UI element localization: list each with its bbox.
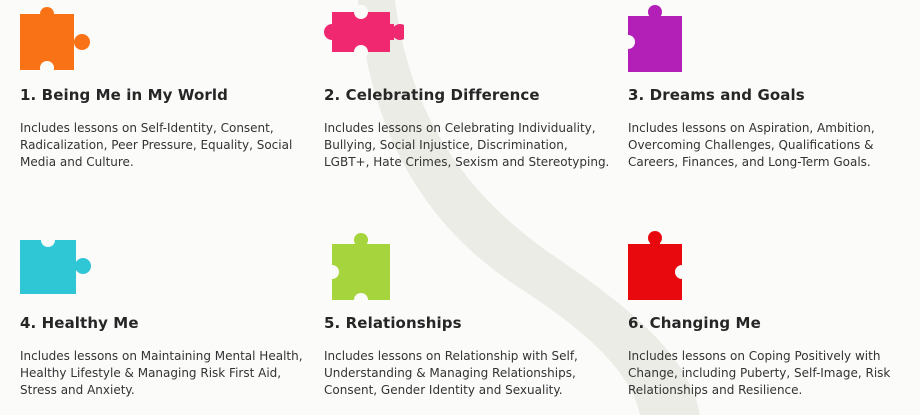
puzzle-piece-icon	[324, 5, 404, 59]
topic-description: Includes lessons on Self-Identity, Conse…	[20, 121, 293, 169]
topic-title: 5. Relationships	[324, 314, 462, 332]
piece-shape	[628, 5, 682, 72]
puzzle-piece-icon	[628, 5, 682, 72]
piece-shape	[20, 7, 90, 70]
puzzle-piece-icon	[325, 233, 390, 307]
topic-title: 1. Being Me in My World	[20, 86, 228, 104]
topic-description: Includes lessons on Coping Positively wi…	[628, 349, 891, 397]
topic-title: 4. Healthy Me	[20, 314, 139, 332]
topic-description: Includes lessons on Maintaining Mental H…	[20, 349, 303, 397]
topic-title: 2. Celebrating Difference	[324, 86, 540, 104]
piece-shape	[628, 231, 682, 300]
topic-title: 3. Dreams and Goals	[628, 86, 805, 104]
topic-description: Includes lessons on Relationship with Se…	[324, 349, 578, 397]
topic-title: 6. Changing Me	[628, 314, 761, 332]
piece-shape	[332, 233, 390, 300]
puzzle-piece-icon	[20, 7, 90, 75]
puzzle-piece-icon	[20, 233, 91, 294]
puzzle-piece-icon	[628, 231, 689, 300]
topic-description: Includes lessons on Celebrating Individu…	[324, 121, 610, 169]
piece-shape	[20, 240, 91, 294]
topic-description: Includes lessons on Aspiration, Ambition…	[628, 121, 875, 169]
